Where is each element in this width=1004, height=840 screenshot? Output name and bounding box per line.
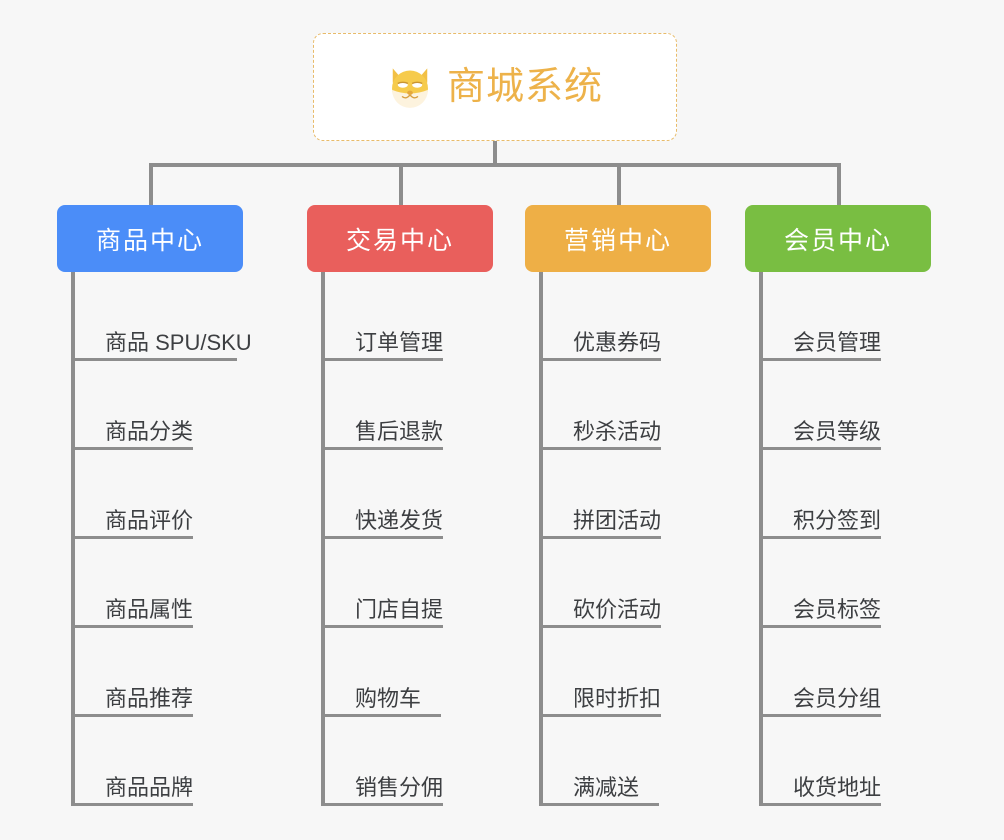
connector-column-spine-2 bbox=[321, 272, 325, 806]
root-title: 商城系统 bbox=[446, 66, 603, 108]
leaf-label: 砍价活动 bbox=[573, 596, 662, 622]
connector-column-spine-3 bbox=[539, 272, 543, 806]
category-box-1[interactable]: 商品中心 bbox=[57, 205, 243, 272]
leaf-label: 拼团活动 bbox=[573, 507, 662, 533]
leaf-underline bbox=[71, 358, 237, 361]
leaf-item[interactable]: 会员管理 bbox=[759, 272, 881, 361]
leaf-label: 商品品牌 bbox=[105, 774, 194, 800]
leaf-label: 秒杀活动 bbox=[573, 418, 662, 444]
leaf-label: 满减送 bbox=[573, 774, 640, 800]
connector-column-spine-4 bbox=[759, 272, 763, 806]
leaf-underline bbox=[539, 358, 661, 361]
leaf-underline bbox=[321, 536, 443, 539]
category-label: 商品中心 bbox=[95, 226, 204, 255]
leaf-underline bbox=[759, 536, 881, 539]
shiba-dog-icon bbox=[392, 68, 428, 108]
leaf-underline bbox=[539, 803, 659, 806]
leaf-item[interactable]: 优惠券码 bbox=[539, 272, 661, 361]
connector-category-drop-2 bbox=[399, 163, 403, 209]
leaf-underline bbox=[321, 447, 443, 450]
category-box-2[interactable]: 交易中心 bbox=[307, 205, 493, 272]
connector-category-drop-4 bbox=[837, 163, 841, 209]
leaf-item[interactable]: 砍价活动 bbox=[539, 539, 661, 628]
connector-category-drop-3 bbox=[617, 163, 621, 209]
leaf-label: 订单管理 bbox=[355, 329, 444, 355]
leaf-underline bbox=[71, 803, 193, 806]
leaf-item[interactable]: 快递发货 bbox=[321, 450, 443, 539]
leaf-item[interactable]: 门店自提 bbox=[321, 539, 443, 628]
leaf-underline bbox=[71, 536, 193, 539]
category-box-3[interactable]: 营销中心 bbox=[525, 205, 711, 272]
leaf-item[interactable]: 售后退款 bbox=[321, 361, 443, 450]
leaf-label: 门店自提 bbox=[355, 596, 444, 622]
leaf-item[interactable]: 会员标签 bbox=[759, 539, 881, 628]
leaf-item[interactable]: 会员分组 bbox=[759, 628, 881, 717]
leaf-item[interactable]: 积分签到 bbox=[759, 450, 881, 539]
leaf-label: 商品分类 bbox=[105, 418, 194, 444]
leaf-underline bbox=[759, 803, 881, 806]
leaf-label: 销售分佣 bbox=[355, 774, 444, 800]
leaf-item[interactable]: 商品品牌 bbox=[71, 717, 193, 806]
leaf-label: 收货地址 bbox=[793, 774, 882, 800]
leaf-underline bbox=[539, 714, 661, 717]
category-label: 交易中心 bbox=[345, 226, 454, 255]
leaf-underline bbox=[759, 714, 881, 717]
leaf-item[interactable]: 商品分类 bbox=[71, 361, 193, 450]
leaf-label: 会员管理 bbox=[793, 329, 882, 355]
leaf-underline bbox=[539, 536, 661, 539]
leaf-underline bbox=[71, 625, 193, 628]
leaf-label: 积分签到 bbox=[793, 507, 882, 533]
leaf-label: 购物车 bbox=[355, 685, 422, 711]
leaf-label: 会员标签 bbox=[793, 596, 882, 622]
leaf-item[interactable]: 商品推荐 bbox=[71, 628, 193, 717]
connector-column-spine-1 bbox=[71, 272, 75, 806]
leaf-item[interactable]: 销售分佣 bbox=[321, 717, 443, 806]
leaf-item[interactable]: 会员等级 bbox=[759, 361, 881, 450]
leaf-label: 商品评价 bbox=[105, 507, 194, 533]
leaf-label: 会员等级 bbox=[793, 418, 882, 444]
root-node-mall-system[interactable]: 商城系统 bbox=[313, 33, 677, 141]
leaf-item[interactable]: 拼团活动 bbox=[539, 450, 661, 539]
leaf-item[interactable]: 商品 SPU/SKU bbox=[71, 272, 252, 361]
category-label: 会员中心 bbox=[783, 226, 892, 255]
leaf-label: 限时折扣 bbox=[573, 685, 662, 711]
leaf-item[interactable]: 秒杀活动 bbox=[539, 361, 661, 450]
leaf-underline bbox=[71, 714, 193, 717]
leaf-underline bbox=[321, 625, 443, 628]
leaf-underline bbox=[71, 447, 193, 450]
leaf-label: 售后退款 bbox=[355, 418, 444, 444]
connector-root-stem bbox=[493, 141, 497, 165]
leaf-underline bbox=[759, 625, 881, 628]
leaf-underline bbox=[321, 803, 443, 806]
connector-category-drop-1 bbox=[149, 163, 153, 209]
leaf-label: 商品属性 bbox=[105, 596, 194, 622]
category-label: 营销中心 bbox=[563, 226, 672, 255]
leaf-underline bbox=[759, 358, 881, 361]
leaf-item[interactable]: 商品属性 bbox=[71, 539, 193, 628]
leaf-item[interactable]: 满减送 bbox=[539, 717, 659, 806]
leaf-item[interactable]: 订单管理 bbox=[321, 272, 443, 361]
leaf-item[interactable]: 购物车 bbox=[321, 628, 441, 717]
leaf-underline bbox=[539, 625, 661, 628]
leaf-label: 商品推荐 bbox=[105, 685, 194, 711]
leaf-label: 会员分组 bbox=[793, 685, 882, 711]
leaf-item[interactable]: 收货地址 bbox=[759, 717, 881, 806]
leaf-label: 商品 SPU/SKU bbox=[105, 329, 252, 355]
leaf-label: 优惠券码 bbox=[573, 329, 662, 355]
leaf-underline bbox=[539, 447, 661, 450]
leaf-underline bbox=[759, 447, 881, 450]
leaf-underline bbox=[321, 714, 441, 717]
connector-horizontal-bus bbox=[149, 163, 841, 167]
category-box-4[interactable]: 会员中心 bbox=[745, 205, 931, 272]
leaf-underline bbox=[321, 358, 443, 361]
leaf-item[interactable]: 限时折扣 bbox=[539, 628, 661, 717]
leaf-item[interactable]: 商品评价 bbox=[71, 450, 193, 539]
leaf-label: 快递发货 bbox=[355, 507, 444, 533]
